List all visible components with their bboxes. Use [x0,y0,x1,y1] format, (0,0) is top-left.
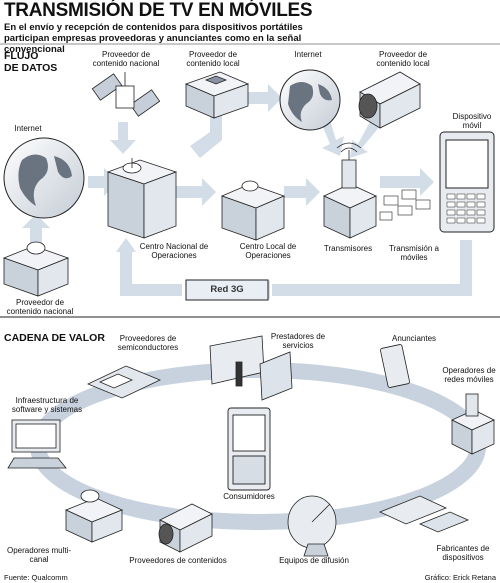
national-operations-center-icon [106,158,178,239]
satellite-icon [91,72,161,117]
flow-heading-line2: DE DATOS [4,62,58,74]
device-maker-icon [378,495,470,533]
broadcast-dish-icon [287,495,337,557]
label-national-provider-top: Proveedor de contenido nacional [92,50,160,68]
red-3g-label: Red 3G [210,284,244,295]
page-subtitle: En el envío y recepción de contenidos pa… [4,22,303,55]
label-national-center: Centro Nacional de Operaciones [139,242,209,260]
label-mobile-transmission: Transmisión a móviles [389,244,439,262]
label-semiconductors: Proveedores de semiconductores [117,334,179,352]
flow-heading-line1: FLUJO [4,50,39,62]
semiconductor-icon [87,365,161,399]
page-title: TRANSMISIÓN DE TV EN MÓVILES [4,0,313,21]
software-monitor-icon [7,419,67,469]
label-network-operators: Operadores de redes móviles [442,366,496,384]
label-transmitters: Transmisores [323,244,373,253]
label-internet-top: Internet [294,50,322,59]
label-local-provider-right: Proveedor de contenido local [376,50,430,68]
label-broadcast-equipment: Equipos de difusión [279,556,349,565]
mobile-screens-icon [379,189,431,221]
label-advertisers: Anunciantes [391,334,437,343]
label-device-makers: Fabricantes de dispositivos [436,544,490,562]
local-operations-center-icon [220,180,286,241]
label-multichannel-operators: Operadores multi-canal [6,546,72,564]
national-provider-box-bottom [2,241,70,297]
local-provider-box-top [184,71,250,119]
service-provider-icon [209,335,293,401]
internet-globe-left [3,137,85,219]
label-national-provider-bottom: Proveedor de contenido nacional [6,298,74,316]
label-local-provider-top: Proveedor de contenido local [186,50,240,68]
value-chain-heading: CADENA DE VALOR [4,332,105,344]
credit-note: Gráfico: Erick Retana [424,573,496,582]
label-content-providers: Proveedores de contenidos [129,556,227,565]
label-mobile-device: Dispositivo móvil [452,112,492,130]
network-operator-icon [451,393,495,455]
label-service-providers: Prestadores de servicios [270,332,326,350]
label-local-center: Centro Local de Operaciones [239,242,297,260]
internet-globe-top [279,69,341,131]
advertiser-tablet-icon [380,344,410,388]
label-software-infrastructure: Infraestructura de software y sistemas [11,396,83,414]
flow-heading: FLUJO DE DATOS [4,50,57,74]
label-consumers: Consumidores [223,492,275,501]
mobile-device-icon [439,131,495,233]
label-internet-left: Internet [14,124,42,133]
source-note: Fuente: Qualcomm [4,573,68,582]
multichannel-operator-icon [64,489,124,543]
red-3g-box [185,279,269,301]
consumer-phone-icon [227,407,271,491]
video-camera-icon-bottom [158,503,213,553]
video-camera-icon-top [358,71,421,129]
transmitter-icon [323,142,377,239]
